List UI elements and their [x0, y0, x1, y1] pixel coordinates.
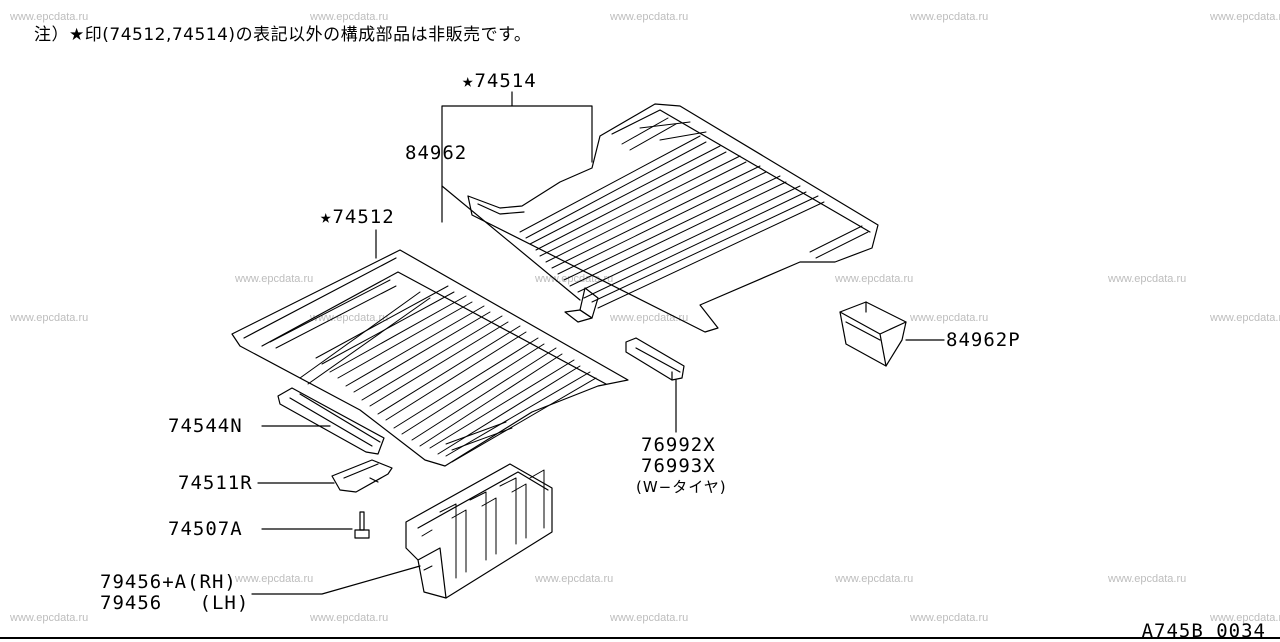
watermark: www.epcdata.ru [1108, 273, 1187, 285]
label-74507a: 74507A [168, 518, 243, 540]
watermark: www.epcdata.ru [910, 312, 989, 324]
member-74511r [331, 459, 393, 493]
watermark: www.epcdata.ru [535, 573, 614, 585]
bolt-74507a [354, 511, 370, 539]
watermark: www.epcdata.ru [610, 612, 689, 624]
leader-lines [251, 91, 945, 595]
crossmember-79456 [405, 463, 553, 599]
bottom-border [0, 637, 1280, 639]
watermark: www.epcdata.ru [1210, 312, 1280, 324]
watermark: www.epcdata.ru [235, 573, 314, 585]
watermark: www.epcdata.ru [310, 312, 389, 324]
watermark: www.epcdata.ru [310, 612, 389, 624]
label-84962: 84962 [405, 142, 468, 164]
diagram-code: A745B 0034 [1141, 620, 1266, 642]
watermark: www.epcdata.ru [10, 11, 89, 23]
watermark: www.epcdata.ru [1210, 612, 1280, 624]
label-76992x: 76992X [641, 434, 716, 456]
label-76993x: 76993X [641, 455, 716, 477]
watermark: www.epcdata.ru [910, 612, 989, 624]
watermark: www.epcdata.ru [835, 573, 914, 585]
label-79456-rh: 79456+A(RH) [100, 571, 237, 593]
watermark: www.epcdata.ru [310, 11, 389, 23]
rear-floor-panel-74514 [467, 103, 879, 333]
label-74544n: 74544N [168, 415, 243, 437]
watermark: www.epcdata.ru [610, 312, 689, 324]
label-84962p: 84962P [946, 329, 1021, 351]
member-74544n [277, 387, 385, 455]
watermark: www.epcdata.ru [10, 312, 89, 324]
label-79456-lh: 79456 (LH) [100, 592, 250, 614]
watermark: www.epcdata.ru [10, 612, 89, 624]
watermark: www.epcdata.ru [235, 273, 314, 285]
label-w-tire: (W−タイヤ) [636, 478, 727, 496]
bracket-76992x [625, 337, 685, 381]
watermark: www.epcdata.ru [1108, 573, 1187, 585]
watermark: www.epcdata.ru [1210, 11, 1280, 23]
label-74514: ★74514 [462, 70, 537, 92]
label-74511r: 74511R [178, 472, 253, 494]
diagram-note: 注）★印(74512,74514)の表記以外の構成部品は非販売です。 [34, 25, 532, 45]
bracket-84962p [839, 301, 907, 367]
watermark: www.epcdata.ru [835, 273, 914, 285]
watermark: www.epcdata.ru [910, 11, 989, 23]
watermark: www.epcdata.ru [610, 11, 689, 23]
label-74512: ★74512 [320, 206, 395, 228]
front-floor-panel-74512 [231, 249, 629, 467]
